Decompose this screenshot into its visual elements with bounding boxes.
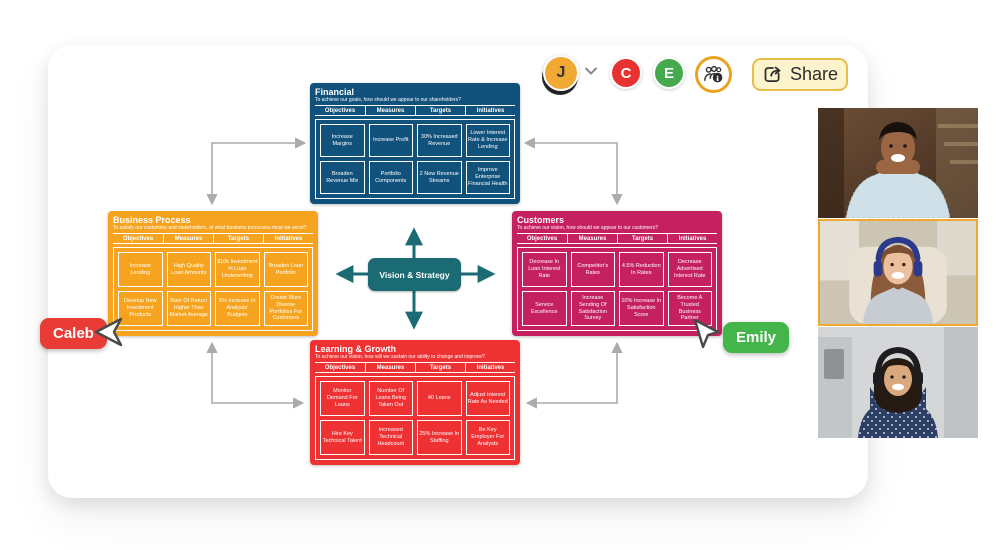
video-participant-1[interactable] <box>818 108 978 218</box>
customers-cell[interactable]: Competitor's Rates <box>570 252 615 288</box>
participant-1-video <box>818 108 978 218</box>
customers-table[interactable]: Customers To achieve our vision, how sho… <box>512 211 722 336</box>
business-cell[interactable]: Create More Diverse Portfolios For Custo… <box>263 291 308 326</box>
financial-column-header: Targets <box>415 106 465 116</box>
emily-cursor-arrow <box>693 318 720 349</box>
learning-cell[interactable]: Hire Key Technical Talent <box>320 420 365 455</box>
financial-cell[interactable]: Improve Enterprise Financial Health <box>465 161 510 194</box>
financial-title: Financial <box>315 87 355 97</box>
financial-column-header: Objectives <box>324 107 356 114</box>
financial-cell[interactable]: Broaden Revenue Mix <box>320 161 365 194</box>
share-button[interactable]: Share <box>752 58 848 91</box>
learning-cell[interactable]: Adjust Interest Rate As Needed <box>465 381 510 417</box>
learning-growth-subtitle: To achieve our vision, how will we susta… <box>315 354 485 361</box>
business-column-header: Measures <box>163 234 213 244</box>
learning-cell[interactable]: Be Key Employer For Analysts <box>465 420 510 455</box>
business-cell[interactable]: 5% Increase In Analysts' Budgets <box>215 291 260 326</box>
avatar-j[interactable]: J <box>543 55 579 91</box>
video-call-strip <box>818 108 978 438</box>
business-cell[interactable]: $10k Investment In Loan Underwriting <box>215 252 260 288</box>
participant-2-video <box>820 221 976 324</box>
business-cell[interactable]: Rate Of Return Higher Than Market Averag… <box>166 291 211 326</box>
learning-column-header: Measures <box>365 363 415 373</box>
business-cell[interactable]: Broaden Loan Portfolio <box>263 252 308 288</box>
participant-3-video <box>818 327 978 438</box>
financial-cell[interactable]: 2 New Revenue Streams <box>417 161 462 194</box>
financial-cell[interactable]: Portfolio Components <box>368 161 413 194</box>
customers-cell[interactable]: Increase Sending Of Satisfaction Survey <box>570 291 615 326</box>
customers-column-header: Targets <box>617 234 667 244</box>
business-column-header: Initiatives <box>263 234 313 244</box>
business-cell[interactable]: Increase Lending <box>118 252 163 288</box>
caleb-cursor-label: Caleb <box>40 318 107 349</box>
business-process-table[interactable]: Business Process To satisfy our customer… <box>108 211 318 336</box>
learning-column-header: Objectives <box>324 364 356 371</box>
learning-cell[interactable]: Number Of Loans Being Taken Out <box>368 381 413 417</box>
financial-cell[interactable]: Increase Margins <box>320 124 365 158</box>
caleb-cursor-arrow <box>94 317 123 347</box>
customers-cell[interactable]: Service Excellence <box>522 291 567 326</box>
customers-cell[interactable]: 10% Increase In Satisfaction Score <box>619 291 664 326</box>
financial-cell[interactable]: Lower Interest Rate & Increase Lending <box>465 124 510 158</box>
business-column-header: Targets <box>213 234 263 244</box>
business-column-header: Objectives <box>122 235 154 242</box>
customers-column-header: Initiatives <box>667 234 717 244</box>
financial-column-header: Measures <box>365 106 415 116</box>
vision-strategy-node[interactable]: Vision & Strategy <box>368 258 461 291</box>
chevron-down-icon[interactable] <box>584 64 598 78</box>
financial-column-header: Initiatives <box>465 106 515 116</box>
financial-cell[interactable]: 30% Increased Revenue <box>417 124 462 158</box>
customers-cell[interactable]: Become A Trusted Business Partner <box>667 291 712 326</box>
financial-subtitle: To achieve our goals, how should we appe… <box>315 97 461 104</box>
customers-column-header: Objectives <box>526 235 558 242</box>
business-cell[interactable]: Develop New Investment Products <box>118 291 163 326</box>
learning-cell[interactable]: 25% Increase In Staffing <box>417 420 462 455</box>
emily-cursor-label: Emily <box>723 322 790 353</box>
learning-cell[interactable]: 40 Loans <box>417 381 462 417</box>
group-info-icon <box>704 65 723 83</box>
customers-title: Customers <box>517 215 565 225</box>
learning-growth-title: Learning & Growth <box>315 344 396 354</box>
share-button-label: Share <box>789 64 839 84</box>
learning-column-header: Initiatives <box>465 363 515 373</box>
learning-cell[interactable]: Increased Technical Headcount <box>368 420 413 455</box>
video-participant-3[interactable] <box>818 327 978 438</box>
learning-growth-table[interactable]: Learning & Growth To achieve our vision,… <box>310 340 520 465</box>
business-cell[interactable]: High Quality Loan Amounts <box>166 252 211 288</box>
video-participant-2-active[interactable] <box>818 219 978 326</box>
business-process-subtitle: To satisfy our customers and stakeholder… <box>113 225 307 232</box>
learning-column-header: Targets <box>415 363 465 373</box>
share-icon <box>764 66 781 82</box>
financial-cell[interactable]: Increase Profit <box>368 124 413 158</box>
customers-cell[interactable]: Decrease In Loan Interest Rate <box>522 252 567 288</box>
learning-cell[interactable]: Monitor Demand For Loans <box>320 381 365 417</box>
avatar-c[interactable]: C <box>610 57 642 89</box>
observers-button[interactable] <box>695 56 732 93</box>
financial-table[interactable]: Financial To achieve our goals, how shou… <box>310 83 520 204</box>
customers-cell[interactable]: 4.5% Reduction In Rates <box>619 252 664 288</box>
customers-cell[interactable]: Decrease Advertised Interest Rate <box>667 252 712 288</box>
business-process-title: Business Process <box>113 215 191 225</box>
customers-subtitle: To achieve our vision, how should we app… <box>517 225 658 232</box>
customers-column-header: Measures <box>567 234 617 244</box>
avatar-e[interactable]: E <box>653 57 685 89</box>
